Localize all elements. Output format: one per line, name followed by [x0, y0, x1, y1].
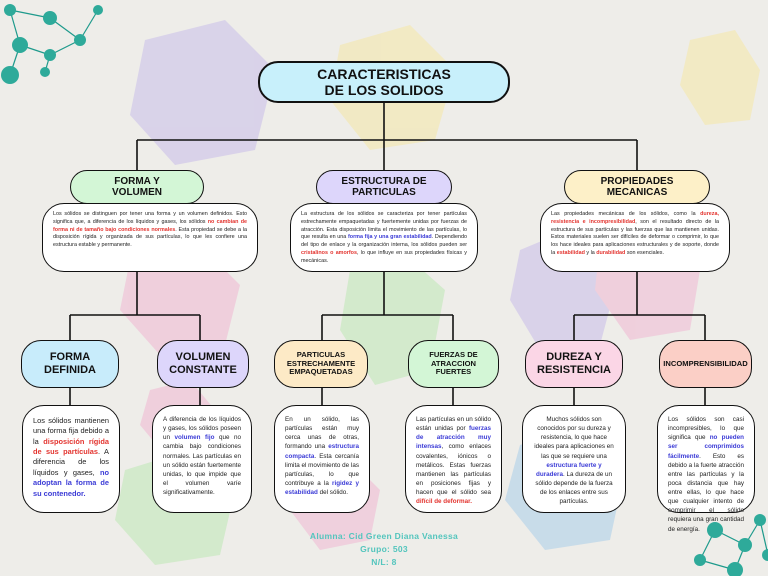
body-text: son esenciales. [625, 250, 664, 257]
highlight-red-text: no cambian de forma ni de tamaño bajo co… [53, 218, 248, 233]
body-text: Las propiedades mecánicas de los sólidos… [551, 211, 701, 217]
highlight-blue-text: no adoptan la forma de su contenedor. [33, 467, 109, 498]
subtopic-label-line2: ESTRECHAMENTE [286, 358, 356, 368]
category-label-line1: PROPIEDADES [600, 175, 674, 187]
body-text: y la [584, 250, 597, 257]
category-description-forma-volumen: Los sólidos se distinguen por tener una … [42, 203, 258, 272]
highlight-blue-text: fuerzas de atracción muy intensas [416, 425, 491, 451]
highlight-blue-text: volumen fijo [174, 434, 215, 442]
subtopic-node-fuerzas-atraccion: FUERZAS DE ATRACCION FUERTES [408, 340, 499, 388]
bg-yellow-cube-2 [680, 30, 760, 125]
body-text: . Esta propiedad se debe a la disposició… [53, 226, 247, 249]
body-text: En un sólido, las partículas están muy c… [285, 416, 359, 451]
leaf-fuerzas-atraccion: Las partículas en un sólido están unidas… [405, 405, 502, 513]
category-node-propiedades-mecanicas: PROPIEDADES MECANICAS [564, 170, 710, 204]
molecule-top-left-atoms [1, 4, 103, 84]
subtopic-label-line1: PARTICULAS [296, 349, 346, 359]
leaf-incomprensibilidad: Los sólidos son casi incompresibles, lo … [657, 405, 755, 533]
body-text: Los sólidos son casi incompresibles, lo … [668, 416, 744, 442]
category-node-forma-volumen: FORMA Y VOLUMEN [70, 170, 204, 204]
category-description-estructura-particulas: La estructura de los sólidos se caracter… [290, 203, 478, 272]
subtopic-label-line1: FUERZAS DE [429, 349, 478, 359]
subtopic-node-incomprensibilidad: INCOMPRENSIBILIDAD [659, 340, 752, 388]
subtopic-label-line3: EMPAQUETADAS [289, 367, 353, 377]
body-text: , son el resultado directo de la estruct… [551, 218, 720, 257]
category-node-estructura-particulas: ESTRUCTURA DE PARTICULAS [316, 170, 452, 204]
category-label-line2: PARTICULAS [352, 187, 416, 198]
highlight-blue-text: estructura fuerte y duradera [536, 461, 602, 478]
body-text: . A diferencia de los líquidos y gases, [33, 447, 109, 477]
subtopic-label-line1: DUREZA Y [546, 351, 602, 364]
body-text: La estructura de los sólidos se caracter… [301, 211, 467, 241]
category-label-line2: VOLUMEN [112, 187, 162, 198]
body-text: , lo que influye en sus propiedades físi… [301, 250, 467, 264]
body-text: Las partículas en un sólido están unidas… [416, 416, 491, 433]
footer-student-name: Alumna: Cid Green Diana Vanessa [309, 531, 459, 541]
highlight-blue-text: rigidez y estabilidad [285, 479, 359, 496]
body-text: Los sólidos mantienen una forma fija deb… [33, 416, 109, 446]
subtopic-label-line2: CONSTANTE [169, 364, 237, 376]
main-title-line1: CARACTERISTICAS [317, 65, 451, 82]
subtopic-label-line1: INCOMPRENSIBILIDAD [663, 358, 748, 368]
leaf-volumen-constante: A diferencia de los líquidos y gases, lo… [152, 405, 252, 513]
subtopic-label-line3: FUERTES [435, 367, 472, 377]
subtopic-label-line1: FORMA [49, 351, 91, 364]
body-text: que no cambia bajo condiciones normales.… [163, 434, 241, 496]
body-text: , como enlaces covalentes, iónicos o met… [416, 443, 491, 496]
footer-group: Grupo: 503 [360, 544, 408, 554]
subtopic-node-forma-definida: FORMA DEFINIDA [21, 340, 119, 388]
category-description-propiedades-mecanicas: Las propiedades mecánicas de los sólidos… [540, 203, 730, 272]
category-label-line1: FORMA Y [114, 175, 160, 187]
highlight-red-text: disposición rígida de sus partículas [33, 436, 109, 457]
subtopic-node-dureza-resistencia: DUREZA Y RESISTENCIA [525, 340, 623, 388]
body-text: . La dureza de un sólido depende de la f… [535, 470, 613, 506]
highlight-red-text: dureza, resistencia e incompresibilidad [551, 211, 719, 225]
body-text: A diferencia de los líquidos y gases, lo… [163, 416, 241, 442]
subtopic-node-particulas-empaquetadas: PARTICULAS ESTRECHAMENTE EMPAQUETADAS [274, 340, 368, 388]
subtopic-label-line2: ATRACCION [431, 358, 476, 368]
highlight-red-text: estabilidad [556, 250, 585, 257]
body-text: . Esto es debido a la fuerte atracción e… [668, 452, 744, 533]
highlight-blue-text: no pueden ser comprimidos fácilmente [668, 434, 744, 460]
category-label-line2: MECANICAS [606, 187, 668, 198]
leaf-dureza-resistencia: Muchos sólidos son conocidos por su dure… [522, 405, 626, 513]
subtopic-node-volumen-constante: VOLUMEN CONSTANTE [157, 340, 249, 388]
body-text: . Esta cercanía limita el movimiento de … [285, 452, 359, 487]
main-title-line2: DE LOS SOLIDOS [324, 82, 444, 98]
subtopic-label-line2: DEFINIDA [44, 364, 96, 376]
body-text: Muchos sólidos son conocidos por su dure… [534, 416, 614, 460]
footer-list-number: N/L: 8 [371, 557, 397, 567]
body-text: del sólido. [317, 489, 349, 496]
bg-purple-cube [130, 20, 275, 165]
body-text: Los sólidos se distinguen por tener una … [53, 211, 247, 225]
main-title-node: CARACTERISTICAS DE LOS SOLIDOS [258, 61, 510, 103]
category-label-line1: ESTRUCTURA DE [341, 175, 427, 187]
molecule-bottom-right-atoms [694, 514, 768, 576]
highlight-blue-text: estructura compacta [285, 443, 359, 460]
highlight-red-text: difícil de deformar. [416, 498, 472, 506]
subtopic-label-line2: RESISTENCIA [537, 364, 611, 376]
leaf-particulas-empaquetadas: En un sólido, las partículas están muy c… [274, 405, 370, 513]
leaf-forma-definida: Los sólidos mantienen una forma fija deb… [22, 405, 120, 513]
highlight-blue-text: forma fija y una gran estabilidad [348, 234, 432, 241]
highlight-red-text: durabilidad [596, 250, 626, 257]
highlight-red-text: cristalinos o amorfos [301, 250, 357, 257]
body-text: . Dependiendo del tipo de enlace y la or… [301, 234, 467, 249]
subtopic-label-line1: VOLUMEN [175, 351, 231, 364]
